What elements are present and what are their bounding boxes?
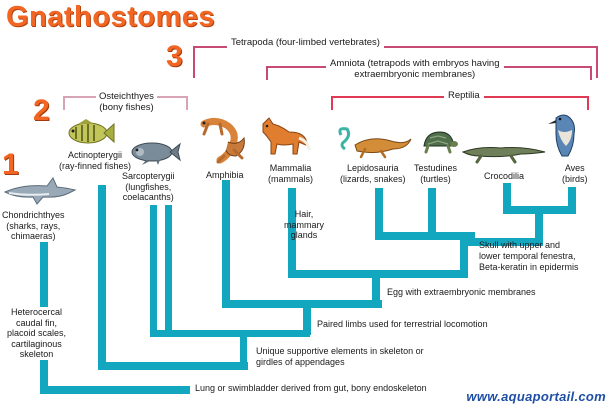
page-title: Gnathostomes <box>6 1 216 33</box>
taxon-sarcopterygii-name: Sarcopterygii <box>122 171 175 181</box>
trait-skull: Skull with upper and lower temporal fene… <box>479 240 579 273</box>
amniota-bracket-right <box>590 66 592 80</box>
branch-amniota-stem <box>372 270 380 305</box>
trait-heterocercal-line1: Heterocercal <box>11 307 63 317</box>
branch-testudines <box>428 188 436 238</box>
branch-amphibia <box>222 180 230 308</box>
taxon-chondrichthyes: Chondrichthyes (sharks, rays, chimaeras) <box>2 210 65 242</box>
branch-limbs-node <box>222 300 382 308</box>
watermark: www.aquaportail.com <box>466 389 606 404</box>
kingfisher-icon <box>548 114 575 157</box>
tetrapoda-bracket-left <box>193 46 195 78</box>
branch-amniote-stem <box>303 300 311 335</box>
taxon-actinopterygii-common: (ray-finned fishes) <box>59 160 132 171</box>
branch-unique-node <box>150 330 310 337</box>
taxon-sarcopterygii: Sarcopterygii (lungfishes, coelacanths) <box>122 171 175 203</box>
trait-hair: Hair, mammary glands <box>284 209 324 241</box>
taxon-crocodilia: Crocodilia <box>484 171 525 181</box>
branch-mammalia <box>288 188 296 278</box>
amniota-label-line2: extraembryonic membranes) <box>354 69 476 80</box>
tetrapoda-label: Tetrapoda (four-limbed vertebrates) <box>227 37 384 49</box>
reptilia-bracket-left <box>331 96 333 110</box>
shark-icon <box>3 177 77 205</box>
taxon-chondrichthyes-common-2: chimaeras) <box>11 231 56 241</box>
amniota-label-line1: Amniota (tetrapods with embryos having <box>330 58 500 69</box>
branch-reptile-stem <box>460 232 468 278</box>
trait-heterocercal-line4: cartilaginous <box>11 338 62 349</box>
taxon-mammalia-name: Mammalia <box>269 163 312 173</box>
taxon-aves-name: Aves <box>564 163 585 173</box>
amniota-bracket-left <box>266 66 268 80</box>
level-number-1: 1 <box>2 148 19 181</box>
level-number-3: 3 <box>166 40 183 73</box>
trait-heterocercal-line2: caudal fin, <box>16 317 58 328</box>
lizard-icon <box>338 127 412 159</box>
trait-hair-line3: glands <box>290 230 318 240</box>
branch-aves <box>568 187 576 213</box>
branch-root <box>40 386 190 394</box>
osteichthyes-label-line2: (bony fishes) <box>99 102 154 113</box>
taxon-aves-common: (birds) <box>562 173 588 184</box>
taxon-aves: Aves (birds) <box>562 163 588 184</box>
trait-unique-skeleton: Unique supportive elements in skeleton o… <box>256 346 424 368</box>
taxon-sarcopterygii-common-1: (lungfishes, <box>125 181 172 192</box>
branch-actinopterygii <box>98 185 106 370</box>
trait-unique-skeleton-line2: girdles of appendages <box>256 357 345 367</box>
tetrapoda-bracket-right <box>596 46 598 78</box>
taxon-actinopterygii-name: Actinopterygii <box>68 150 123 160</box>
taxon-mammalia-common: (mammals) <box>268 173 313 184</box>
coelacanth-icon <box>131 142 181 165</box>
level-number-2: 2 <box>33 94 50 127</box>
osteichthyes-label-line1: Osteichthyes <box>99 91 154 102</box>
branch-archosaur-stem <box>535 206 543 246</box>
amniota-label: Amniota (tetrapods with embryos having e… <box>326 58 504 80</box>
branch-tetrapod-stem <box>240 337 247 367</box>
trait-skull-line3: Beta-keratin in epidermis <box>479 262 579 272</box>
taxon-lepidosauria-name: Lepidosauria <box>346 163 399 173</box>
trait-heterocercal-line3: placoid scales, <box>7 328 67 338</box>
taxon-testudines-common: (turtles) <box>420 173 451 184</box>
osteichthyes-label: Osteichthyes (bony fishes) <box>96 91 157 113</box>
osteichthyes-bracket-right <box>186 96 188 110</box>
taxon-mammalia: Mammalia (mammals) <box>268 163 313 184</box>
branch-lepido-testu-node <box>375 232 475 240</box>
taxon-actinopterygii: Actinopterygii (ray-finned fishes) <box>59 150 131 171</box>
taxon-amphibia: Amphibia <box>206 170 244 180</box>
taxon-testudines-name: Testudines <box>414 163 458 173</box>
trait-lung: Lung or swimbladder derived from gut, bo… <box>195 383 427 393</box>
trait-heterocercal: Heterocercal caudal fin, placoid scales,… <box>7 307 67 360</box>
trait-unique-skeleton-line1: Unique supportive elements in skeleton o… <box>256 346 424 356</box>
tetrapoda-bracket-top <box>193 46 598 48</box>
taxon-lepidosauria-common: (lizards, snakes) <box>340 173 406 184</box>
crocodile-icon <box>461 147 546 164</box>
osteichthyes-bracket-left <box>63 96 65 110</box>
branch-sarcopterygii-b <box>165 205 172 335</box>
turtle-icon <box>423 131 458 154</box>
taxon-chondrichthyes-name: Chondrichthyes <box>2 210 65 220</box>
trait-hair-line2: mammary <box>284 219 324 230</box>
reptilia-label: Reptilia <box>444 90 484 102</box>
fox-icon <box>262 117 311 155</box>
trait-heterocercal-line5: skeleton <box>19 349 54 359</box>
branch-lepidosauria <box>375 188 383 240</box>
perch-icon <box>68 119 115 144</box>
branch-reptile-node <box>460 238 543 246</box>
trait-egg: Egg with extraembryonic membranes <box>387 287 536 297</box>
trait-hair-line1: Hair, <box>294 209 314 219</box>
trait-skull-line2: lower temporal fenestra, <box>479 251 576 261</box>
taxon-testudines: Testudines (turtles) <box>414 163 457 184</box>
branch-sarcopterygii-a <box>150 205 157 335</box>
reptilia-bracket-right <box>587 96 589 110</box>
branch-lung-node <box>98 362 248 370</box>
branch-crocodilia <box>503 183 511 213</box>
taxon-chondrichthyes-common-1: (sharks, rays, <box>6 220 61 231</box>
trait-skull-line1: Skull with upper and <box>479 240 561 250</box>
taxon-sarcopterygii-common-2: coelacanths) <box>122 192 174 202</box>
salamander-icon <box>200 117 245 164</box>
trait-paired-limbs: Paired limbs used for terrestrial locomo… <box>317 319 488 329</box>
taxon-lepidosauria: Lepidosauria (lizards, snakes) <box>340 163 406 184</box>
